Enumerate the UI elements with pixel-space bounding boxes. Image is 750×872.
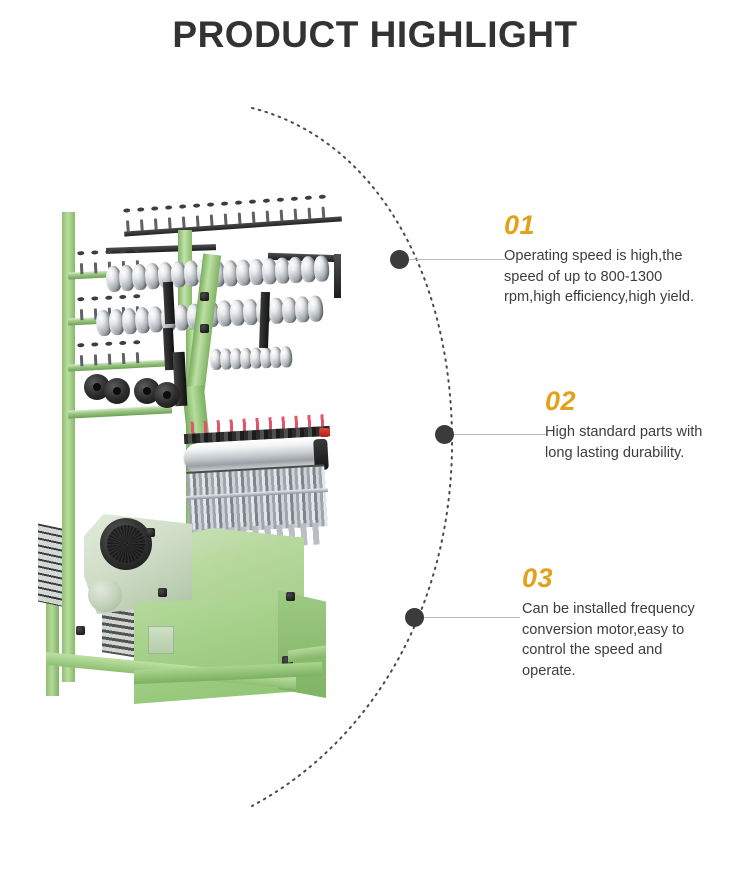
connector-dot-2 (435, 425, 454, 444)
connector-line-2 (454, 434, 546, 435)
highlight-text-1: Operating speed is high,the speed of up … (504, 248, 695, 305)
highlight-block-1: 01 Operating speed is high,the speed of … (504, 212, 744, 308)
highlight-number-1: 01 (504, 210, 536, 240)
highlight-text-3: Can be installed frequency conversion mo… (522, 601, 695, 679)
connector-line-1 (409, 259, 505, 260)
product-photo (38, 196, 348, 708)
connector-line-3 (424, 617, 520, 618)
highlight-number-2: 02 (545, 386, 577, 416)
highlight-number-3: 03 (522, 563, 554, 593)
highlight-text-2: High standard parts with long lasting du… (545, 424, 703, 461)
page-title: PRODUCT HIGHLIGHT (172, 14, 578, 55)
highlight-block-3: 03 Can be installed frequency conversion… (522, 565, 747, 681)
highlight-block-2: 02 High standard parts with long lasting… (545, 388, 750, 463)
connector-dot-3 (405, 608, 424, 627)
connector-dot-1 (390, 250, 409, 269)
